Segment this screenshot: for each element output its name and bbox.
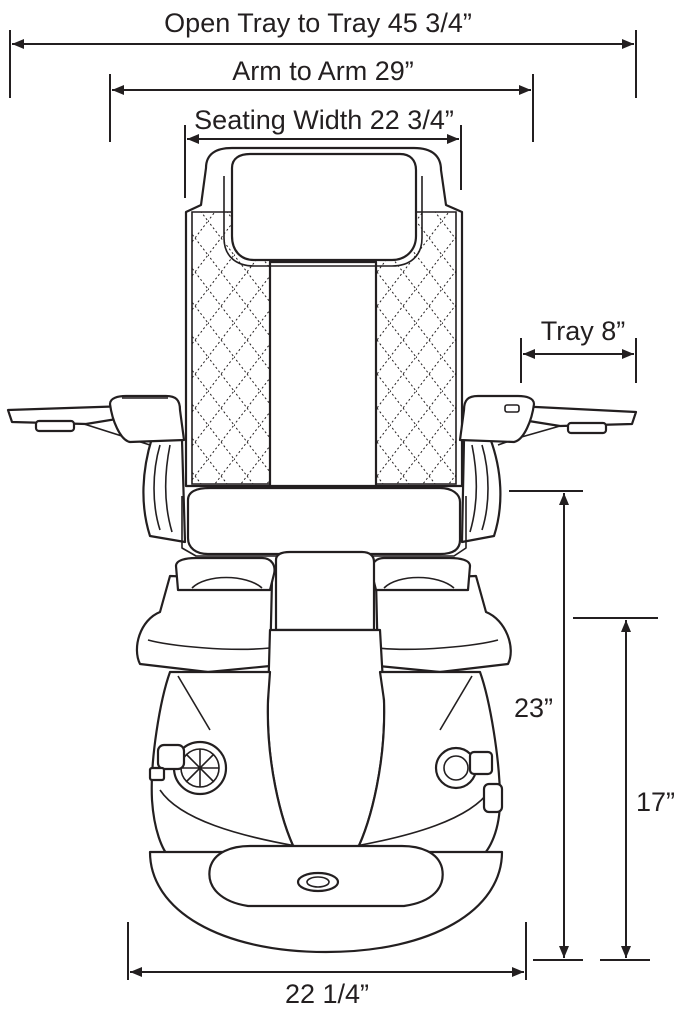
label-seating-width: Seating Width 22 3/4” bbox=[194, 105, 454, 135]
label-base-width: 22 1/4” bbox=[285, 979, 369, 1009]
chair-drawing bbox=[6, 146, 638, 954]
arm-support-right bbox=[460, 436, 502, 544]
arm-support-left bbox=[142, 436, 187, 544]
center-footrest bbox=[266, 550, 386, 854]
valve-left-icon bbox=[148, 743, 186, 782]
dimension-seat-height: 23” bbox=[509, 490, 583, 961]
tray-left bbox=[6, 404, 151, 446]
jet-left-icon bbox=[172, 740, 228, 796]
dimension-arm-to-arm: Arm to Arm 29” bbox=[109, 56, 534, 142]
faucet-right-icon bbox=[434, 746, 504, 814]
dimension-tray: Tray 8” bbox=[520, 316, 637, 383]
dimension-tray-to-tray: Open Tray to Tray 45 3/4” bbox=[9, 8, 637, 98]
armrest-right bbox=[458, 394, 536, 444]
drain-icon bbox=[296, 871, 340, 893]
label-arm-to-arm: Arm to Arm 29” bbox=[232, 56, 414, 86]
seat-cushion bbox=[181, 486, 467, 557]
label-seat-height: 23” bbox=[514, 693, 553, 723]
armrest-left bbox=[108, 394, 186, 444]
label-tray-to-tray: Open Tray to Tray 45 3/4” bbox=[164, 8, 472, 38]
basin-body bbox=[150, 670, 502, 860]
dimension-seating-width: Seating Width 22 3/4” bbox=[184, 105, 462, 198]
backrest bbox=[184, 146, 464, 488]
dimension-base-width: 22 1/4” bbox=[127, 922, 527, 1009]
label-tray: Tray 8” bbox=[541, 316, 626, 346]
dimension-basin-height: 17” bbox=[573, 617, 675, 961]
label-basin-height: 17” bbox=[636, 787, 675, 817]
foot-basin bbox=[148, 844, 504, 954]
